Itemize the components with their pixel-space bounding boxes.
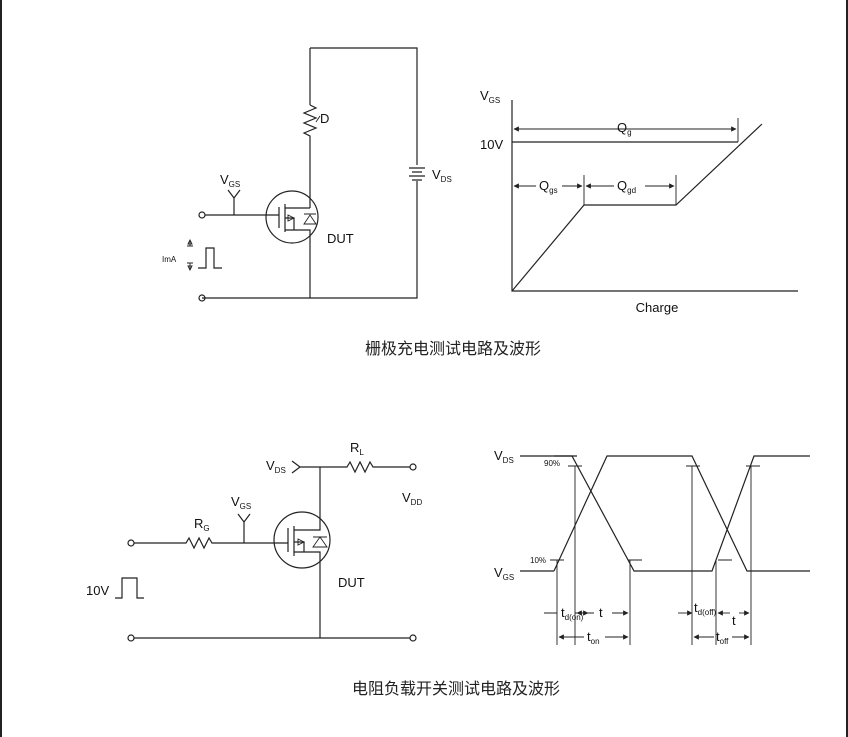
vdd-terminal	[409, 463, 417, 471]
vgs-label-2: VGS	[231, 494, 251, 511]
pulse-label: 10V	[86, 583, 109, 598]
rl-label: RL	[350, 440, 364, 457]
mosfet-body-2	[287, 518, 321, 560]
p90-label: 90%	[544, 459, 560, 468]
caption-switching: 电阻负载开关测试电路及波形	[352, 679, 560, 698]
mosfet-body-1	[278, 200, 311, 298]
vds-label-1: VDS	[432, 167, 452, 184]
qg-label: Qg	[617, 120, 632, 137]
mosfet-arrow-1	[287, 214, 296, 222]
gc-vgs-label: VGS	[480, 88, 500, 105]
qgs-label: Qgs	[539, 178, 558, 195]
gc-10v-label: 10V	[480, 137, 503, 152]
tdoff-label: td(off)	[694, 600, 716, 617]
gate-charge-waveform: VGS 10V Qg Qgs Qgd Charge	[480, 88, 798, 315]
vds-label-2: VDS	[266, 458, 286, 475]
vgs-probe-2	[237, 513, 251, 543]
mosfet-circle-1	[265, 190, 319, 244]
timing-markers	[556, 466, 752, 645]
switching-circuit: RL VDD VDS RG VGS DUT 10V	[86, 440, 422, 642]
rd-label: D	[320, 111, 329, 126]
dut-label-1: DUT	[327, 231, 354, 246]
sw-vgs-label: VGS	[494, 565, 514, 582]
toff-label: toff	[716, 629, 729, 646]
load-resistor-wire	[320, 460, 410, 474]
dut-label-2: DUT	[338, 575, 365, 590]
gate-charge-circuit: D VDS VGS DUT ImA	[162, 47, 452, 302]
p10-label: 10%	[530, 556, 546, 565]
qgd-label: Qgd	[617, 178, 636, 195]
source-terminal-1	[198, 294, 206, 302]
tf-label: t	[732, 613, 736, 628]
vgs-waveform	[553, 455, 810, 572]
vdd-label: VDD	[402, 490, 422, 507]
body-diode-2	[312, 536, 328, 548]
switching-waveform: VDS VGS 90% 10% td(on) t ton td(off) t t…	[494, 448, 810, 646]
battery-symbol	[409, 167, 425, 181]
mosfet-arrow-2	[297, 538, 306, 546]
gate-input-terminal-2	[127, 539, 135, 547]
percent-ticks	[550, 465, 760, 561]
vgs-probe-1	[227, 189, 241, 215]
ground-terminal-left	[127, 634, 135, 642]
gate-pulse	[115, 577, 144, 599]
gate-input-terminal-1	[198, 211, 206, 219]
rd-tick	[315, 115, 321, 123]
sw-vds-label: VDS	[494, 448, 514, 465]
vds-waveform	[554, 455, 810, 572]
ima-arrows	[187, 238, 193, 272]
vgs-label-1: VGS	[220, 172, 240, 189]
caption-gate-charge: 栅极充电测试电路及波形	[365, 339, 541, 358]
tr-label: t	[599, 605, 603, 620]
gc-xlabel: Charge	[636, 300, 679, 315]
current-pulse	[198, 247, 222, 269]
gc-vgs-curve	[511, 123, 763, 292]
tdon-label: td(on)	[561, 605, 584, 622]
rg-label: RG	[194, 516, 210, 533]
drain-resistor	[302, 104, 318, 200]
ton-label: ton	[587, 629, 600, 646]
ima-bracket	[187, 240, 193, 270]
ground-terminal-right	[409, 634, 417, 642]
mosfet-circle-2	[273, 511, 331, 569]
ima-label: ImA	[162, 255, 177, 264]
battery-gap	[407, 165, 427, 181]
gc-markers	[583, 118, 739, 205]
gate-resistor-wire	[134, 536, 288, 550]
vds-probe-2	[291, 460, 320, 474]
body-diode-1	[303, 213, 317, 225]
